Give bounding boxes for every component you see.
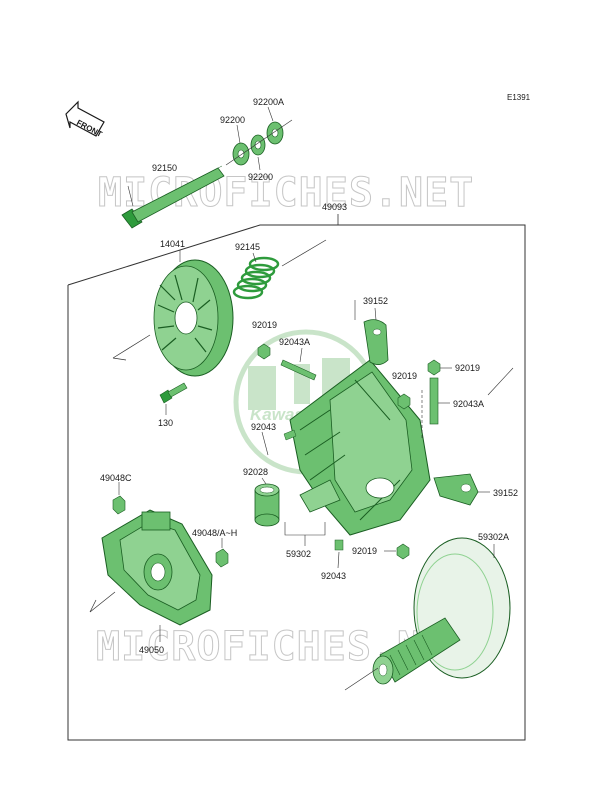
assembly-outline — [67, 224, 526, 741]
slider-49048c — [112, 495, 126, 515]
spring-92145 — [232, 256, 280, 300]
slider-49048 — [215, 548, 229, 568]
part-label-49048c[interactable]: 49048C — [100, 473, 132, 483]
part-label-92043-b[interactable]: 92043 — [321, 571, 347, 581]
part-label-59302[interactable]: 59302 — [286, 549, 312, 559]
diagram-code: E1391 — [507, 93, 531, 102]
part-label-39152-top[interactable]: 39152 — [363, 296, 389, 306]
part-label-92150[interactable]: 92150 — [152, 163, 178, 173]
bolt-130 — [159, 382, 188, 404]
hub-49050 — [101, 509, 213, 626]
part-label-92200-bottom[interactable]: 92200 — [248, 172, 274, 182]
part-label-14041[interactable]: 14041 — [160, 239, 186, 249]
washer-92200-a — [232, 142, 250, 166]
part-label-92019-a[interactable]: 92019 — [252, 320, 278, 330]
nut-92019-mid — [397, 393, 411, 410]
bushing-92028 — [254, 483, 280, 527]
part-label-130[interactable]: 130 — [158, 418, 174, 428]
part-label-92145[interactable]: 92145 — [235, 242, 261, 252]
sheave-59302a — [372, 537, 511, 685]
part-label-39152-bottom[interactable]: 39152 — [493, 488, 519, 498]
part-label-49048-a-h[interactable]: 49048/A~H — [192, 528, 238, 538]
washer-92200-b — [250, 134, 266, 156]
part-label-92019-c[interactable]: 92019 — [455, 363, 481, 373]
nut-92019-bottom — [396, 543, 410, 560]
pin-92043a-left — [280, 359, 317, 381]
pin-92043-upper — [283, 429, 297, 441]
part-label-59302a[interactable]: 59302A — [478, 532, 510, 542]
part-label-92019-d[interactable]: 92019 — [352, 546, 378, 556]
washer-92200a — [266, 121, 284, 145]
part-label-92028[interactable]: 92028 — [243, 467, 269, 477]
part-label-92043a-a[interactable]: 92043A — [279, 337, 311, 347]
part-label-49050[interactable]: 49050 — [139, 645, 165, 655]
sheave-14041 — [153, 259, 234, 377]
part-label-92043a-b[interactable]: 92043A — [453, 399, 485, 409]
pin-92043-lower — [334, 539, 344, 551]
weight-39152-bottom — [433, 473, 479, 506]
front-arrow-icon: FRONT — [65, 100, 105, 138]
pin-92043a-right — [429, 377, 439, 425]
part-label-92043-a[interactable]: 92043 — [251, 422, 277, 432]
part-label-92200-top[interactable]: 92200 — [220, 115, 246, 125]
nut-92019-left — [257, 343, 271, 360]
part-label-49093[interactable]: 49093 — [322, 202, 348, 212]
part-label-92200a[interactable]: 92200A — [253, 97, 285, 107]
clutch-body-49093 — [289, 359, 431, 536]
weight-39152-top — [363, 319, 389, 365]
part-label-92019-b[interactable]: 92019 — [392, 371, 418, 381]
nut-92019-right — [427, 359, 441, 376]
bolt-92150 — [121, 165, 225, 229]
